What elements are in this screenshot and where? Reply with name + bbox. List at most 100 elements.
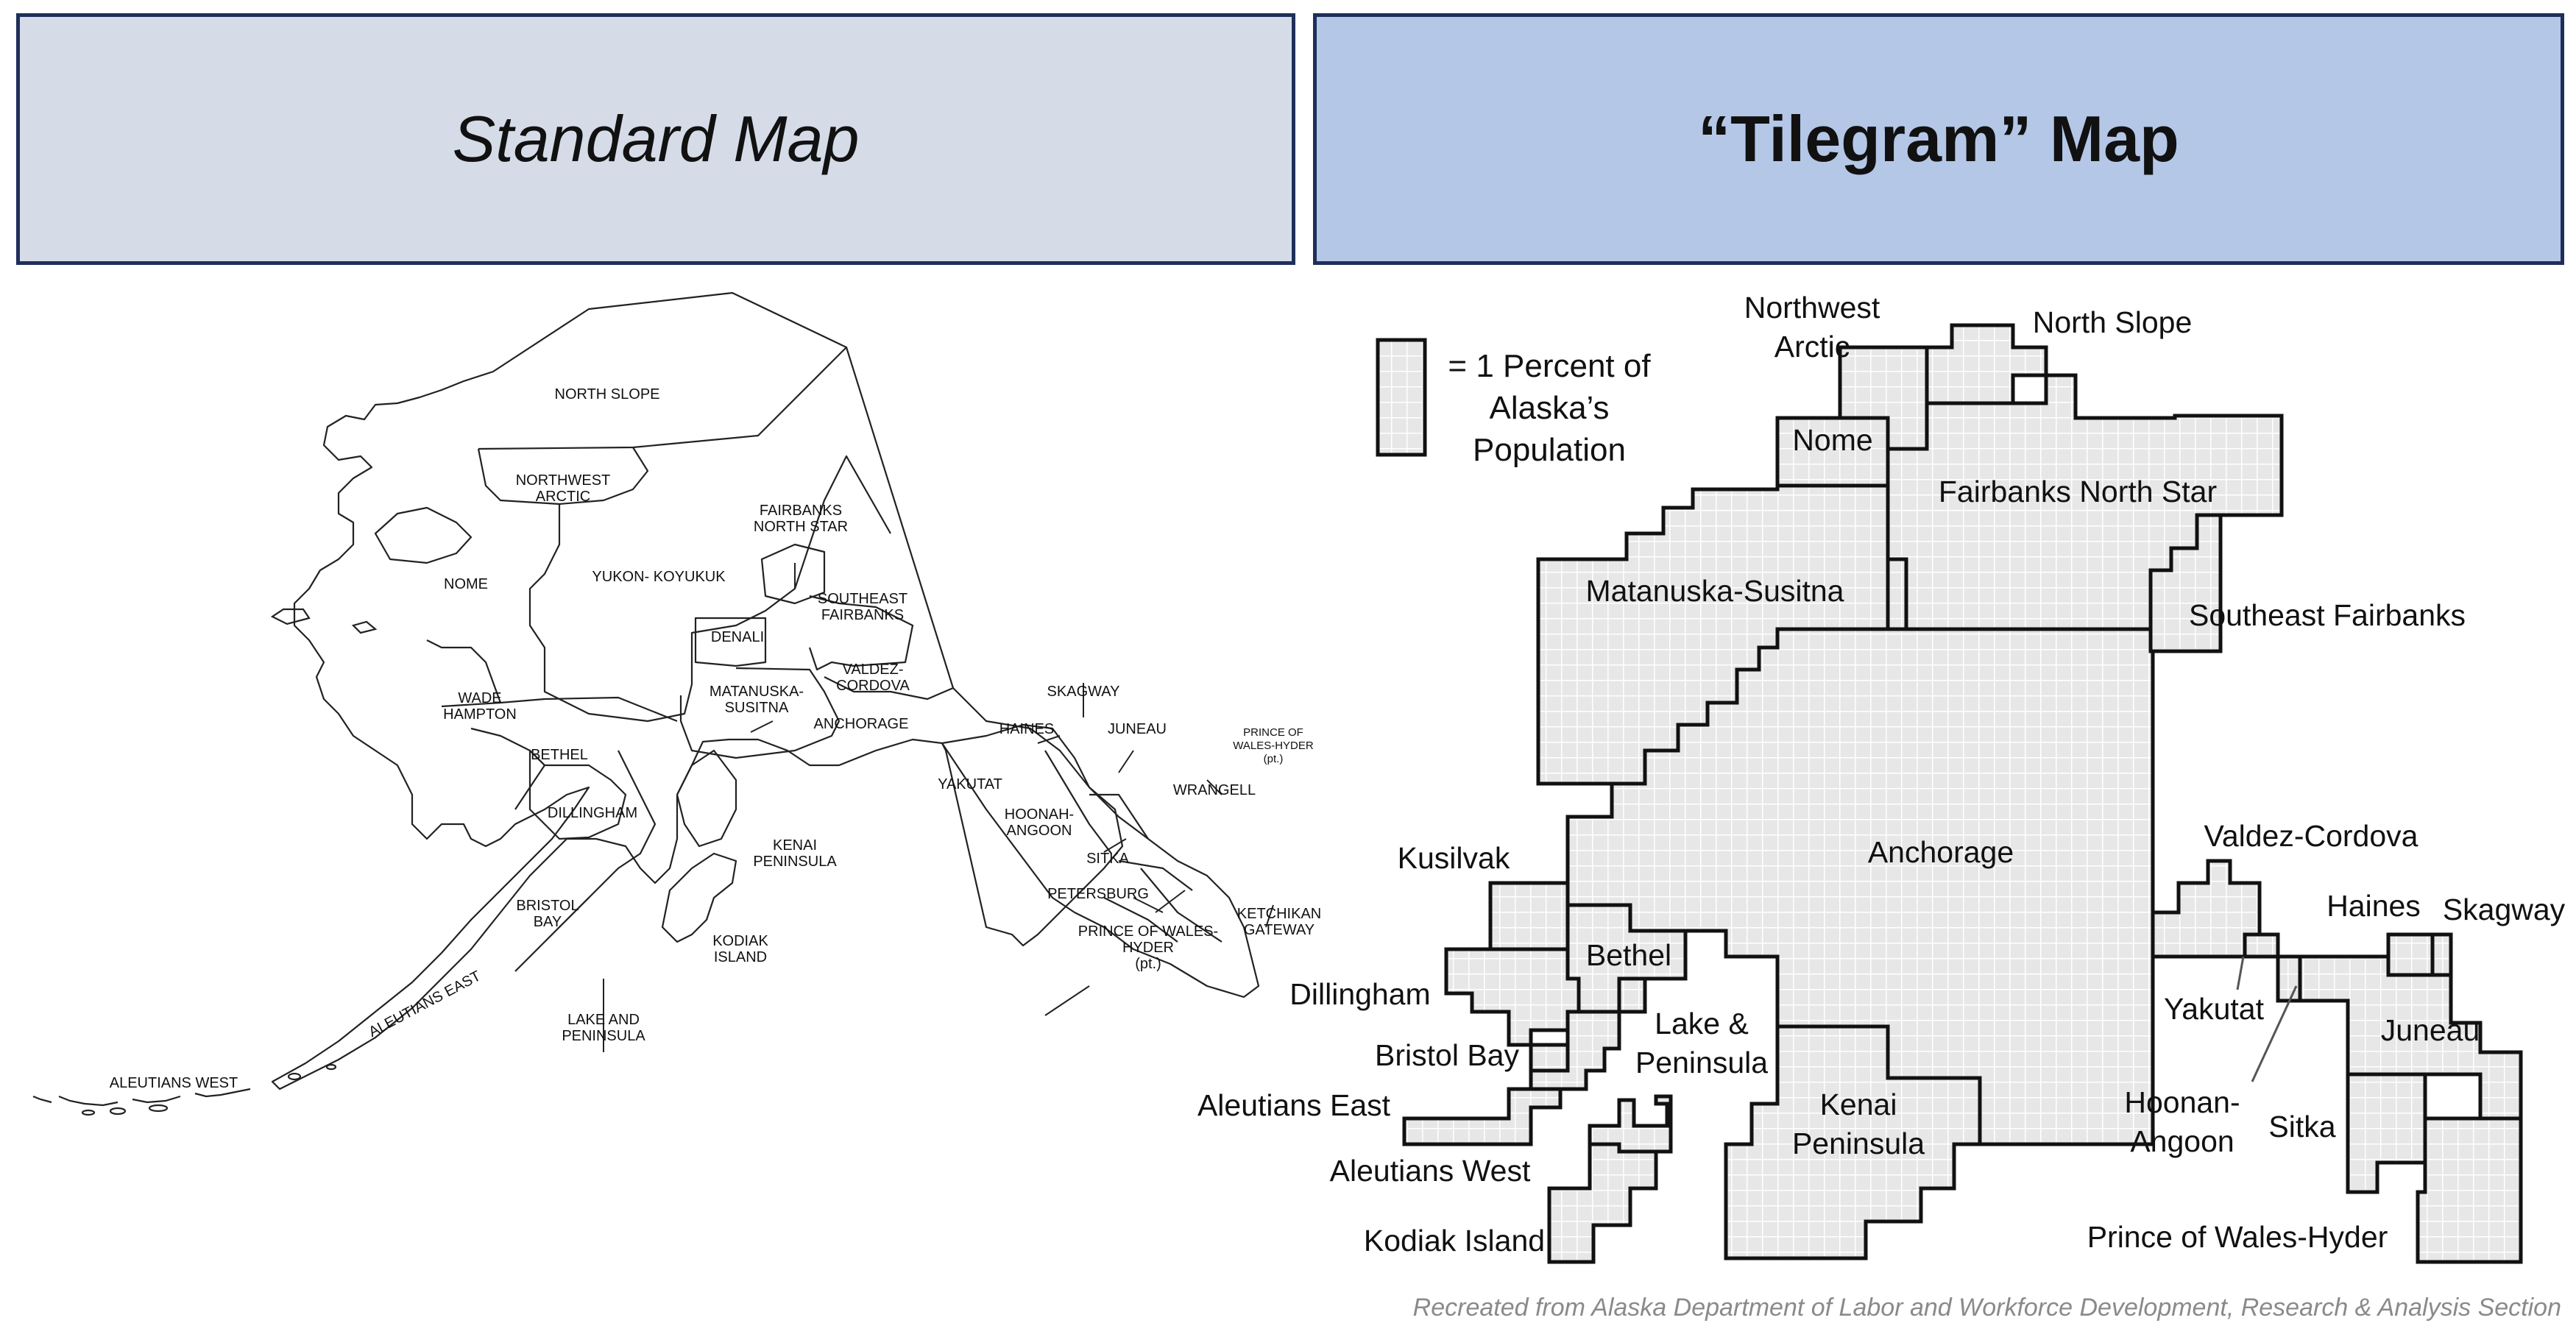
tile-skagway (2430, 932, 2453, 977)
tile-southeast-fairbanks (2148, 513, 2223, 653)
tile-prince-wales-hyder (2416, 1116, 2523, 1264)
tile-hoonah (2276, 954, 2302, 1003)
tile-label-lake-peninsula-1: Lake & (1655, 1007, 1749, 1040)
tile-kodiak (1547, 1142, 1658, 1264)
tile-dillingham (1444, 947, 1581, 1047)
std-label-aleutians-west: ALEUTIANS WEST (110, 1075, 238, 1091)
std-label-kodiak-2: ISLAND (714, 949, 767, 965)
tile-label-prince-wales-hyder: Prince of Wales-Hyder (2087, 1220, 2388, 1254)
tile-label-sitka: Sitka (2268, 1110, 2335, 1143)
standard-map-title: Standard Map (452, 102, 860, 175)
label-pointers (559, 563, 1274, 1052)
std-label-wade-hampton-1: WADE (458, 690, 501, 706)
std-label-skagway: SKAGWAY (1047, 684, 1120, 700)
tilegram-map-header: “Tilegram” Map (1313, 13, 2564, 265)
std-label-southeast-fairbanks-2: FAIRBANKS (821, 607, 904, 623)
std-label-hoonah-1: HOONAH- (1005, 806, 1074, 823)
yukon-koyukuk-border (528, 455, 891, 723)
tile-label-northwest-arctic-2: Arctic (1774, 330, 1850, 363)
legend-line-3: Population (1473, 432, 1626, 468)
std-label-matanuska-2: SUSITNA (725, 700, 789, 716)
std-label-wrangell: WRANGELL (1173, 782, 1256, 798)
std-label-valdez-cordova-2: CORDOVA (836, 678, 910, 694)
tile-label-nome: Nome (1792, 423, 1872, 457)
northwest-arctic-border (477, 447, 649, 506)
fairbanks-border (760, 543, 826, 605)
southeast-fairbanks-border (808, 595, 914, 671)
std-label-pow-bottom-3: (pt.) (1135, 956, 1161, 972)
tile-label-anchorage: Anchorage (1868, 835, 2014, 869)
std-label-northwest-arctic-2: ARCTIC (536, 489, 590, 505)
tile-label-valdez-cordova: Valdez-Cordova (2204, 819, 2418, 853)
tile-label-hoonah-1: Hoonan- (2124, 1085, 2240, 1119)
std-label-kenai-2: PENINSULA (753, 854, 837, 870)
tile-fairbanks-strip (1886, 557, 1908, 631)
std-label-yukon-koyukuk: YUKON- KOYUKUK (592, 569, 726, 585)
std-label-yakutat: YAKUTAT (938, 776, 1002, 792)
tile-label-aleutians-west: Aleutians West (1330, 1154, 1531, 1188)
wade-hampton-border (426, 639, 502, 703)
tile-label-matanuska: Matanuska-Susitna (1586, 574, 1844, 608)
kodiak-outline (661, 852, 737, 943)
lake-peninsula-border (514, 750, 657, 972)
tile-label-north-slope: North Slope (2033, 305, 2193, 339)
std-label-petersburg: PETERSBURG (1047, 886, 1149, 902)
std-label-pow-top-1: PRINCE OF (1243, 726, 1303, 739)
std-label-anchorage: ANCHORAGE (814, 716, 909, 732)
tile-label-bristol-bay: Bristol Bay (1375, 1038, 1519, 1072)
tile-label-haines: Haines (2326, 889, 2421, 923)
tile-label-kodiak: Kodiak Island (1364, 1224, 1545, 1258)
denali-border (694, 617, 767, 667)
std-label-matanuska-1: MATANUSKA- (710, 684, 804, 700)
std-label-northwest-arctic-1: NORTHWEST (516, 472, 611, 489)
std-label-valdez-cordova-1: VALDEZ- (843, 662, 904, 678)
tile-kenai (1724, 1024, 1982, 1260)
standard-map-header: Standard Map (16, 13, 1295, 265)
tile-label-juneau: Juneau (2381, 1013, 2480, 1047)
tile-label-yakutat: Yakutat (2164, 992, 2265, 1026)
std-label-fairbanks-1: FAIRBANKS (760, 503, 842, 519)
aleutian-islands (32, 608, 378, 1116)
std-label-sitka: SITKA (1086, 851, 1129, 867)
tile-label-kenai-2: Peninsula (1792, 1127, 1925, 1160)
panhandle-outline (941, 723, 1260, 999)
std-label-southeast-fairbanks-1: SOUTHEAST (818, 591, 907, 607)
std-label-pow-bottom-2: HYDER (1122, 940, 1174, 956)
tile-label-skagway: Skagway (2443, 893, 2566, 926)
dillingham-border (528, 749, 627, 840)
alaska-mainland-outline (271, 291, 1124, 1090)
tile-bristol-bay (1529, 1043, 1570, 1073)
std-label-denali: DENALI (711, 629, 764, 645)
kenai-border (676, 749, 737, 848)
tile-label-lake-peninsula-2: Peninsula (1635, 1046, 1768, 1079)
std-label-juneau: JUNEAU (1108, 721, 1167, 737)
std-label-pow-top-2: WALES-HYDER (1233, 740, 1314, 752)
std-label-ketchikan-1: KETCHIKAN (1237, 906, 1321, 922)
std-label-haines: HAINES (999, 721, 1054, 737)
tile-label-bethel: Bethel (1586, 938, 1671, 972)
tile-label-dillingham: Dillingham (1289, 977, 1430, 1011)
panhandle-inner-borders (1044, 750, 1222, 943)
tile-aleutians-east (1402, 1087, 1563, 1146)
std-label-lake-peninsula-2: PENINSULA (562, 1028, 645, 1044)
tile-label-aleutians-east: Aleutians East (1197, 1088, 1391, 1122)
std-label-hoonah-2: ANGOON (1007, 823, 1072, 839)
tile-label-kusilvak: Kusilvak (1398, 841, 1510, 875)
std-label-fairbanks-2: NORTH STAR (754, 519, 848, 535)
tilegram-map-title: “Tilegram” Map (1698, 102, 2179, 175)
valdez-cordova-border (824, 676, 954, 701)
tile-pointers (2236, 956, 2298, 1082)
tile-label-kenai-1: Kenai (1820, 1088, 1897, 1121)
tile-label-fairbanks: Fairbanks North Star (1939, 475, 2217, 508)
tile-north-slope (1925, 323, 2048, 405)
nome-outline (374, 506, 473, 564)
tile-haines (2386, 932, 2435, 977)
tile-label-northwest-arctic-1: Northwest (1744, 291, 1880, 325)
std-label-kenai-1: KENAI (773, 837, 817, 854)
std-label-bristol-bay-1: BRISTOL (516, 898, 578, 914)
legend-tile-sample (1376, 338, 1427, 457)
std-label-ketchikan-2: GATEWAY (1244, 922, 1314, 938)
legend-line-2: Alaska’s (1489, 390, 1609, 426)
std-label-wade-hampton-2: HAMPTON (443, 706, 517, 723)
